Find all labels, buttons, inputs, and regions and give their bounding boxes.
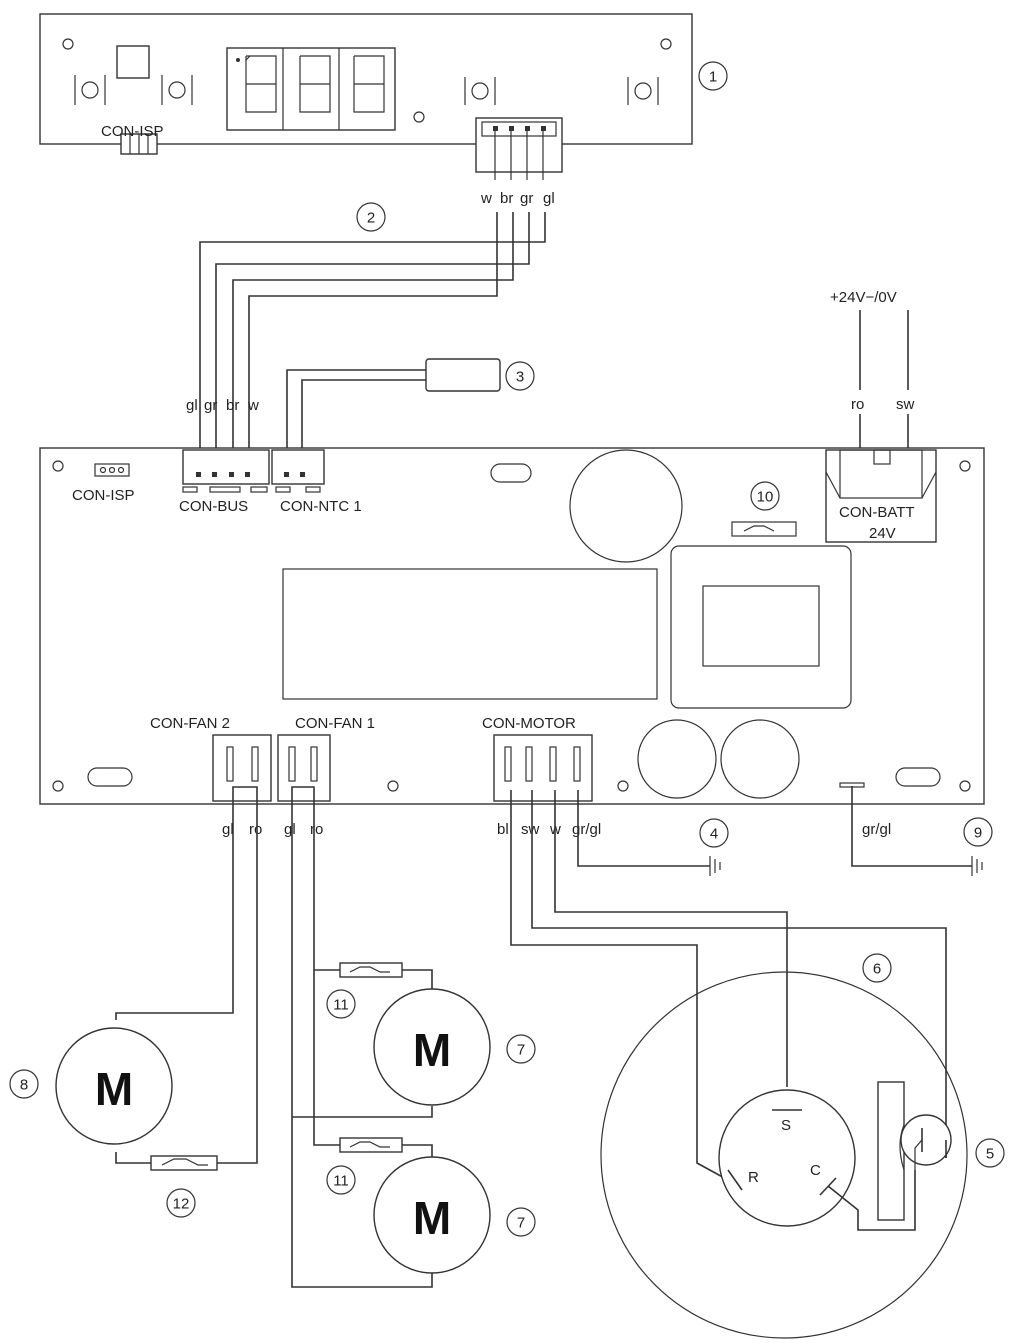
svg-text:6: 6 [873, 961, 881, 978]
display-wire-label-gr: gr [520, 190, 533, 207]
callout-11-bottom: 11 [326, 1165, 356, 1195]
push-button-4 [627, 77, 659, 105]
display-isp-label: CON-ISP [101, 123, 164, 140]
ground-symbol-9 [971, 856, 983, 876]
callout-3: 3 [505, 361, 535, 391]
display-wire-label-gl: gl [543, 190, 555, 207]
callout-6: 6 [862, 953, 892, 983]
bus-cable [199, 212, 546, 450]
callout-7-top: 7 [506, 1034, 536, 1064]
svg-text:12: 12 [173, 1196, 190, 1213]
fan-motor-7-bottom: M [373, 1156, 491, 1274]
svg-text:5: 5 [986, 1146, 994, 1163]
motor-wire-label-bl: bl [497, 821, 509, 838]
display-wire-label-w: w [480, 190, 492, 207]
callout-11-top: 11 [326, 989, 356, 1019]
svg-text:11: 11 [333, 997, 349, 1014]
display-board: CON-ISP w br gr gl [39, 13, 693, 207]
batt-wire-label-sw: sw [896, 396, 915, 413]
motor-symbol: M [95, 1063, 133, 1115]
con-fan2-label: CON-FAN 2 [150, 715, 230, 732]
fan1-wire-label-gl: gl [284, 821, 296, 838]
seven-segment-display [226, 47, 396, 131]
fan2-wire-label-gl: gl [222, 821, 234, 838]
callout-12: 12 [166, 1188, 196, 1218]
con-batt-label: CON-BATT [839, 504, 915, 521]
callout-7-bottom: 7 [506, 1207, 536, 1237]
callout-8: 8 [9, 1069, 39, 1099]
con-bus-connector [182, 449, 270, 493]
control-module [282, 568, 658, 700]
batt-wire-label-ro: ro [851, 396, 864, 413]
fuse-11-top [339, 962, 403, 978]
con-batt-connector [825, 449, 937, 543]
svg-text:4: 4 [710, 826, 718, 843]
callout-10: 10 [750, 481, 780, 511]
capacitor-circle [569, 449, 683, 563]
main-isp-label: CON-ISP [72, 487, 135, 504]
con-fan1-connector [277, 734, 331, 802]
svg-text:2: 2 [367, 210, 375, 227]
con-batt-voltage-label: 24V [869, 525, 896, 542]
main-board: CON-ISP CON-BUS CON-NTC 1 [39, 447, 985, 805]
ntc-sensor [286, 358, 501, 450]
con-ntc-connector [271, 449, 325, 493]
ground-symbol-4 [709, 856, 721, 876]
callout-2: 2 [356, 202, 386, 232]
con-bus-label: CON-BUS [179, 498, 248, 515]
con-motor-label: CON-MOTOR [482, 715, 576, 732]
fan-motor-8: M [55, 1027, 173, 1145]
svg-text:9: 9 [974, 825, 982, 842]
display-button-square [116, 45, 150, 79]
supply-voltage-label: +24V−/0V [830, 289, 897, 306]
fuse-12 [150, 1155, 218, 1171]
motor-wire-label-grgl: gr/gl [572, 821, 601, 838]
callout-1: 1 [698, 61, 728, 91]
callout-5: 5 [975, 1138, 1005, 1168]
con-ntc-label: CON-NTC 1 [280, 498, 362, 515]
svg-text:3: 3 [516, 369, 524, 386]
fan1-wire-label-ro: ro [310, 821, 323, 838]
push-button-3 [464, 77, 496, 105]
terminal-r-label: R [748, 1169, 759, 1186]
motor-wire-label-sw: sw [521, 821, 540, 838]
display-connector [475, 117, 563, 173]
push-button-2 [161, 75, 193, 105]
bus-wire-label-gl: gl [186, 397, 198, 414]
terminal-c-label: C [810, 1162, 821, 1179]
motor-symbol: M [413, 1024, 451, 1076]
callout-4: 4 [699, 818, 729, 848]
bus-wire-label-br: br [226, 397, 239, 414]
svg-text:7: 7 [517, 1042, 525, 1059]
compressor: S R C [600, 971, 968, 1339]
ground-wire-label-grgl: gr/gl [862, 821, 891, 838]
fan-motor-7-top: M [373, 988, 491, 1106]
transformer [670, 545, 852, 709]
svg-text:10: 10 [757, 489, 774, 506]
fan-wires [115, 786, 433, 1288]
fuse-11-bottom [339, 1137, 403, 1153]
bus-wire-label-gr: gr [204, 397, 217, 414]
bus-wire-label-w: w [247, 397, 259, 414]
terminal-s-label: S [781, 1117, 791, 1134]
svg-text:7: 7 [517, 1215, 525, 1232]
push-button-1 [74, 75, 106, 105]
svg-text:11: 11 [333, 1173, 349, 1190]
fan2-wire-label-ro: ro [249, 821, 262, 838]
callout-9: 9 [963, 817, 993, 847]
display-wire-label-br: br [500, 190, 513, 207]
con-fan1-label: CON-FAN 1 [295, 715, 375, 732]
motor-symbol: M [413, 1192, 451, 1244]
con-fan2-connector [212, 734, 272, 802]
svg-text:1: 1 [709, 69, 717, 86]
svg-text:8: 8 [20, 1077, 28, 1094]
compressor-wires [510, 786, 972, 1181]
